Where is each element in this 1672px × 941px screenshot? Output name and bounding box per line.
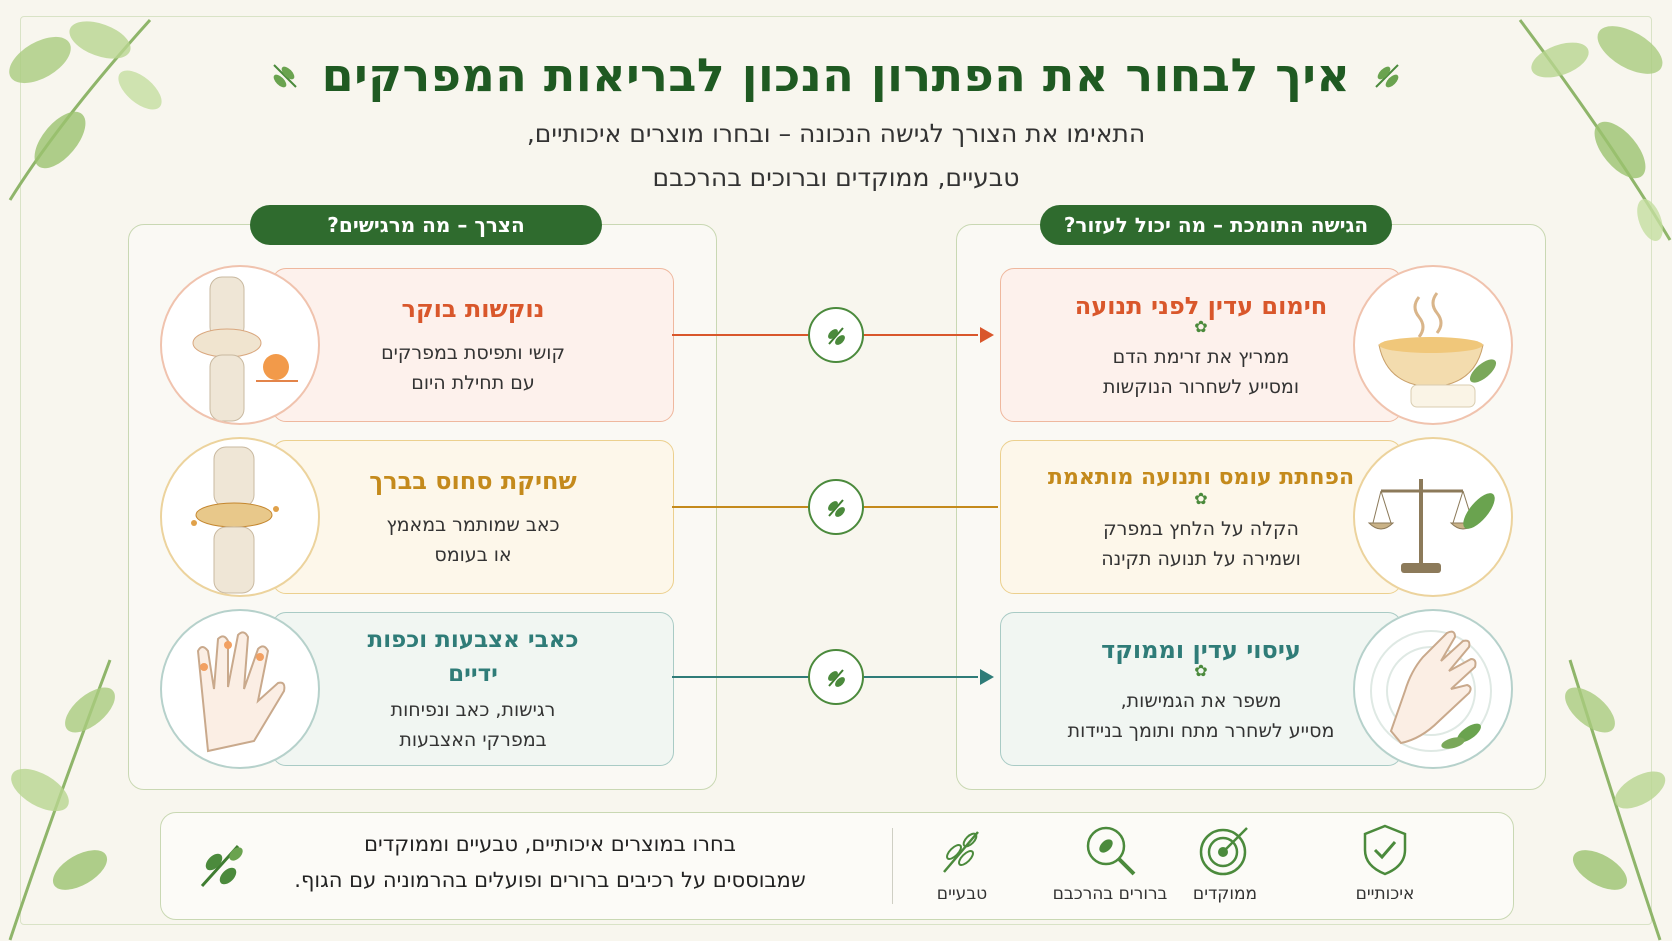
approach-panel-header: הגישה התומכת – מה יכול לעזור?	[1040, 205, 1392, 245]
target-icon	[1199, 827, 1248, 876]
approach-card-desc-2: ומסייע לשחרור הנוקשות	[1103, 375, 1299, 398]
page-title: איך לבחור את הפתרון הנכון לבריאות המפרקי…	[321, 48, 1351, 102]
need-card-desc-1: קושי ותפיסת במפרקים	[381, 342, 565, 364]
need-card-desc-1: כאב שמותמר במאמץ	[386, 514, 560, 536]
bottom-divider	[892, 828, 893, 904]
sprig-icon: ✿	[1194, 660, 1208, 680]
approach-card-gentle-massage: עיסוי עדין וממוקד ✿ משפר את הגמישות, מסי…	[1000, 612, 1402, 766]
leaf-connector-icon-2	[808, 479, 864, 535]
knee-joint-sun-illustration	[160, 265, 320, 425]
need-card-morning-stiffness: נוקשות בוקר קושי ותפיסת במפרקים עם תחילת…	[272, 268, 674, 422]
approach-card-title: עיסוי עדין וממוקד	[1101, 635, 1301, 664]
bottom-message-line-2: שמבוססים על רכיבים ברורים ופועלים בהרמונ…	[294, 868, 806, 892]
subtitle-line-2: טבעיים, ממוקדים וברוכים בהרכבם	[652, 163, 1020, 192]
connector-arrow-1	[980, 327, 994, 343]
approach-card-desc-1: ממריץ את זרימת הדם	[1112, 345, 1290, 368]
approach-card-desc-1: משפר את הגמישות,	[1120, 689, 1282, 712]
hand-joints-illustration	[160, 609, 320, 769]
sprig-icon	[1375, 64, 1400, 88]
need-card-desc-2: במפרקי האצבעות	[399, 729, 547, 751]
needs-panel-header: הצרך – מה מרגישים?	[250, 205, 602, 245]
sprig-icon: ✿	[1194, 488, 1208, 508]
bottom-banner	[160, 812, 1514, 920]
feature-clear-ingredients: ברורים בהרכבם	[1035, 822, 1185, 904]
magnifier-leaf-icon	[1086, 826, 1136, 876]
sprig-icon: ✿	[1194, 316, 1208, 336]
approach-card-desc-2: ושמירה על תנועה תקינה	[1101, 547, 1301, 570]
balance-scale-leaf-illustration	[1353, 437, 1513, 597]
bottom-message-line-1: בחרו במוצרים איכותיים, טבעיים וממוקדים	[364, 832, 736, 856]
connector-arrow-3	[980, 669, 994, 685]
palm-massage-illustration	[1353, 609, 1513, 769]
approach-card-desc-2: מסייע לשחרר מתח ותומך בניידות	[1067, 719, 1335, 742]
subtitle-line-1: התאימו את הצורך לגישה הנכונה – ובחרו מוצ…	[526, 119, 1146, 148]
page-frame	[20, 16, 1652, 925]
need-card-desc-2: או בעומס	[434, 544, 512, 566]
leaf-branch-icon	[943, 831, 979, 873]
shield-check-icon	[1363, 824, 1407, 876]
approach-card-title: הפחתת עומס ותנועה מותאמת	[1047, 464, 1355, 490]
need-card-title: כאבי אצבעות וכפות ידיים	[367, 627, 579, 687]
bottom-message: בחרו במוצרים איכותיים, טבעיים וממוקדים ש…	[230, 826, 870, 898]
feature-label: ממוקדים	[1192, 884, 1258, 904]
knee-cartilage-illustration	[160, 437, 320, 597]
leaf-decoration-top-left	[8, 18, 162, 201]
leaf-connector-icon-3	[808, 649, 864, 705]
sprig-icon	[272, 64, 297, 88]
approach-card-desc-1: הקלה על הלחץ במפרק	[1103, 517, 1299, 540]
need-card-title: נוקשות בוקר	[401, 295, 545, 323]
need-card-finger-pain: כאבי אצבעות וכפות ידיים רגישות, כאב ונפי…	[272, 612, 674, 766]
approach-card-title: חימום עדין לפני תנועה	[1074, 291, 1328, 320]
leaf-decoration-bottom-left	[8, 659, 115, 941]
leaf-decoration-bottom-right	[1565, 659, 1666, 941]
need-card-knee-cartilage: שחיקת סחוס בברך כאב שמותמר במאמץ או בעומ…	[272, 440, 674, 594]
feature-targeted: ממוקדים	[1150, 822, 1300, 904]
feature-label: איכותיים	[1355, 884, 1415, 904]
warm-bowl-towel-illustration	[1353, 265, 1513, 425]
title-row: איך לבחור את הפתרון הנכון לבריאות המפרקי…	[0, 40, 1672, 110]
subtitle: התאימו את הצורך לגישה הנכונה – ובחרו מוצ…	[0, 112, 1672, 200]
need-card-desc-2: עם תחילת היום	[411, 372, 535, 394]
approach-card-reduce-load: הפחתת עומס ותנועה מותאמת ✿ הקלה על הלחץ …	[1000, 440, 1402, 594]
approach-card-gentle-warmup: חימום עדין לפני תנועה ✿ ממריץ את זרימת ה…	[1000, 268, 1402, 422]
leaf-connector-icon-1	[808, 307, 864, 363]
feature-label: ברורים בהרכבם	[1052, 884, 1168, 904]
leaf-decoration-top-right	[1518, 19, 1672, 242]
leaf-branch-icon	[200, 844, 243, 888]
feature-natural: טבעיים	[887, 822, 1037, 904]
need-card-title: שחיקת סחוס בברך	[369, 467, 577, 495]
feature-label: טבעיים	[936, 884, 988, 904]
feature-quality: איכותיים	[1310, 822, 1460, 904]
need-card-desc-1: רגישות, כאב ונפיחות	[390, 699, 556, 721]
